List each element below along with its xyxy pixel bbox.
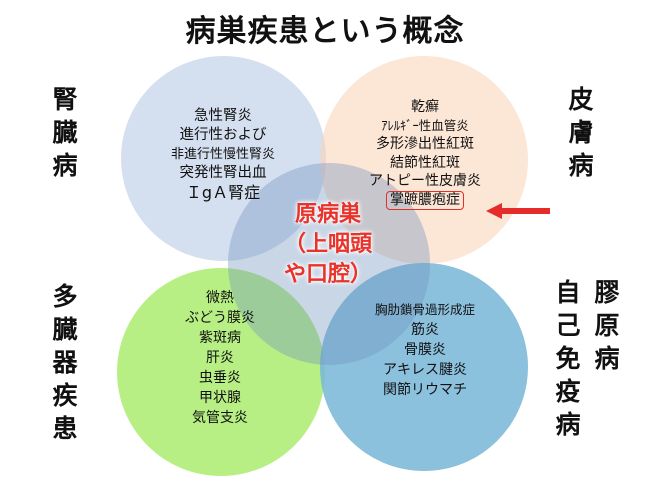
highlighted-list-item: 掌蹠膿疱症 (386, 190, 464, 210)
list-item: 虫垂炎 (199, 370, 241, 386)
collagen-disease-list: 胸肋鎖骨過形成症 筋炎 骨膜炎 アキレス腱炎 関節リウマチ (340, 300, 510, 400)
center-circle (228, 163, 430, 365)
list-item: 関節リウマチ (383, 382, 467, 398)
primary-focus-label: 原病巣 （上咽頭 や口腔） (283, 202, 372, 287)
list-item: 乾癬 (411, 99, 439, 115)
list-item: 多形滲出性紅斑 (376, 136, 474, 152)
list-item: 筋炎 (411, 322, 439, 338)
list-item: 急性腎炎 (194, 108, 252, 124)
list-item: アキレス腱炎 (383, 362, 467, 378)
list-item: ｱﾚﾙｷﾞｰ性血管炎 (381, 117, 469, 133)
list-item: 胸肋鎖骨過形成症 (374, 302, 475, 317)
list-item: 微熱 (206, 290, 234, 306)
collagen-label: 膠原病 (594, 278, 620, 373)
list-item: 甲状腺 (199, 390, 241, 406)
list-item: 進行性および (179, 127, 267, 143)
red-arrow-icon (486, 203, 550, 219)
list-item: 非進行性慢性腎炎 (170, 147, 275, 162)
list-item: アトピー性皮膚炎 (369, 173, 481, 189)
list-item: 肝炎 (206, 350, 234, 366)
list-item: 突発性腎出血 (179, 165, 267, 181)
skin-label: 皮膚病 (568, 85, 594, 180)
page-title: 病巣疾患という概念 (185, 14, 465, 49)
skin-circle (320, 56, 528, 264)
list-item: ぶどう膜炎 (185, 310, 255, 326)
kidney-disease-list: 急性腎炎 進行性および 非進行性慢性腎炎 突発性腎出血 ＩgＡ腎症 (148, 107, 298, 202)
multiorgan-circle (117, 268, 325, 476)
list-item: ＩgＡ腎症 (185, 183, 261, 202)
list-item: 骨膜炎 (404, 342, 446, 358)
autoimmune-label: 自己免疫病 (555, 278, 581, 439)
list-item: 紫斑病 (199, 330, 241, 346)
skin-disease-list: 乾癬 ｱﾚﾙｷﾞｰ性血管炎 多形滲出性紅斑 結節性紅斑 アトピー性皮膚炎 掌蹠膿… (345, 98, 505, 210)
multiorgan-disease-list: 微熱 ぶどう膜炎 紫斑病 肝炎 虫垂炎 甲状腺 気管支炎 (145, 288, 295, 428)
list-item: 気管支炎 (192, 410, 248, 426)
kidney-label: 腎臓病 (52, 85, 78, 180)
multiorgan-label: 多臓器疾患 (52, 282, 78, 443)
list-item: 結節性紅斑 (390, 154, 460, 171)
collagen-circle (320, 263, 528, 471)
kidney-circle (121, 56, 326, 261)
